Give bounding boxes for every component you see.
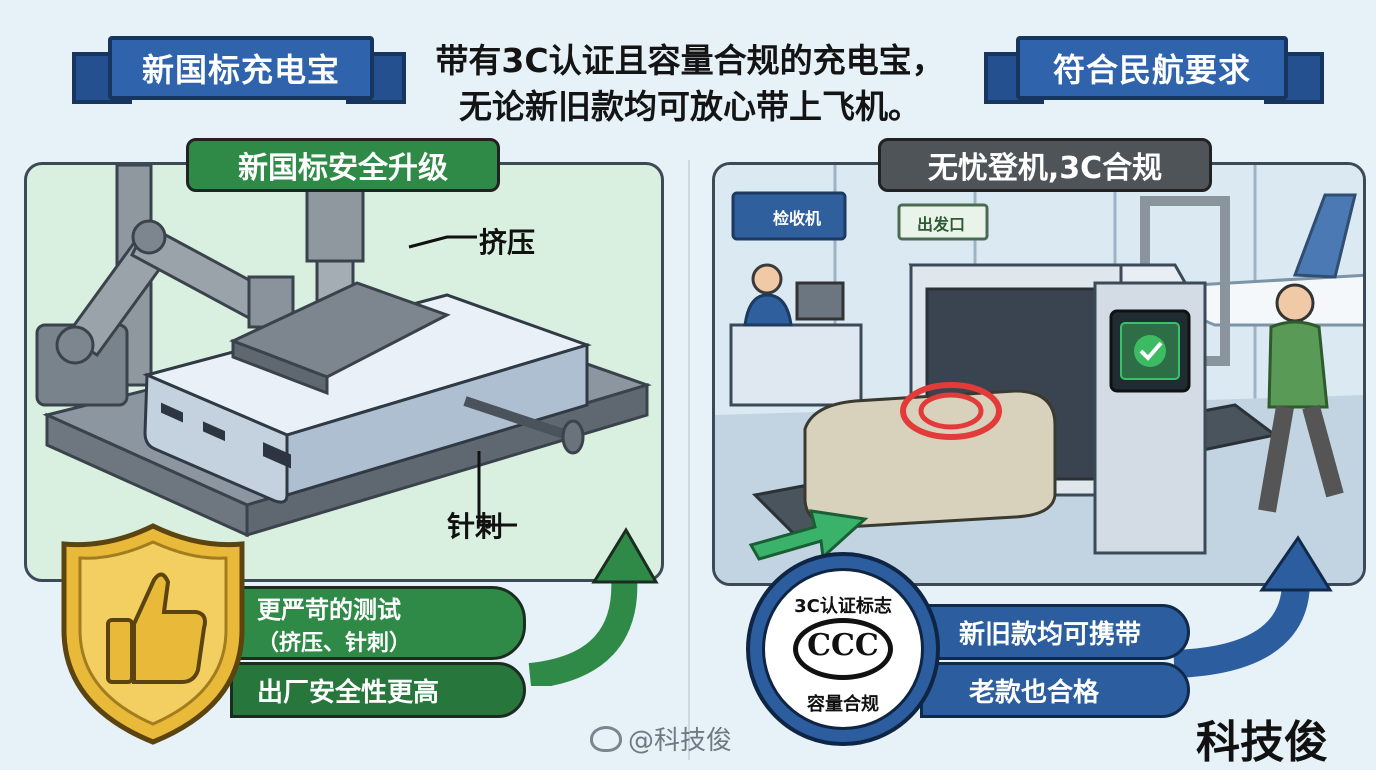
ccc-logo-ring	[793, 618, 893, 680]
left-panel-tag-text: 新国标安全升级	[238, 151, 448, 186]
right-pill-old-ok: 老款也合格	[920, 662, 1190, 718]
label-pierce: 针刺	[447, 510, 504, 543]
watermark-weibo: @科技俊	[590, 720, 732, 757]
label-squeeze: 挤压	[479, 226, 536, 259]
sign-exit: 出发口	[917, 215, 966, 234]
thumbs-up-shield-icon	[61, 523, 245, 745]
right-pill-carry: 新旧款均可携带	[920, 604, 1190, 660]
brand-logo: 科技俊	[1196, 717, 1328, 768]
right-panel-tag: 无忧登机,3C合规	[878, 138, 1212, 192]
ccc-badge-inner	[762, 568, 924, 730]
press-machine-illustration	[35, 165, 652, 538]
headline-line-2: 无论新旧款均可放心带上飞机。	[459, 87, 921, 126]
left-pill-line-1: 更严苛的测试	[257, 595, 401, 624]
left-ribbon-text: 新国标充电宝	[141, 51, 340, 89]
headline-line-1: 带有3C认证且容量合规的充电宝，	[435, 41, 945, 80]
watermark-text: @科技俊	[628, 726, 733, 756]
left-pill-bottom-text: 出厂安全性更高	[257, 677, 440, 708]
ccc-logo: CCC	[807, 628, 879, 663]
right-blue-arrow	[1173, 535, 1333, 678]
left-pill-line-2: （挤压、针刺）	[257, 630, 412, 656]
left-ribbon: 新国标充电宝	[108, 36, 374, 100]
headline: 带有3C认证且容量合规的充电宝， 无论新旧款均可放心带上飞机。	[390, 38, 990, 130]
left-green-arrow	[528, 527, 659, 686]
airport-security-illustration	[715, 165, 1363, 583]
right-panel: 检收机 出发口	[712, 162, 1366, 586]
sign-check: 检收机	[773, 209, 822, 228]
center-divider	[688, 160, 690, 760]
ccc-badge-top-text: 3C认证标志	[794, 596, 892, 617]
ccc-badge: 3C认证标志 CCC 容量合规	[746, 552, 940, 746]
left-pill-tests: 更严苛的测试 （挤压、针刺）	[230, 586, 526, 660]
left-pill-safety: 出厂安全性更高	[230, 662, 526, 718]
left-panel: 挤压 针刺	[24, 162, 664, 582]
ccc-badge-bottom-text: 容量合规	[807, 694, 879, 715]
right-pill-bottom-text: 老款也合格	[969, 677, 1100, 708]
right-ribbon-text: 符合民航要求	[1052, 51, 1251, 89]
left-panel-tag: 新国标安全升级	[186, 138, 500, 192]
weibo-icon	[590, 725, 622, 752]
right-pill-top-text: 新旧款均可携带	[959, 619, 1142, 650]
right-panel-tag-text: 无忧登机,3C合规	[927, 151, 1163, 186]
right-ribbon: 符合民航要求	[1016, 36, 1288, 100]
